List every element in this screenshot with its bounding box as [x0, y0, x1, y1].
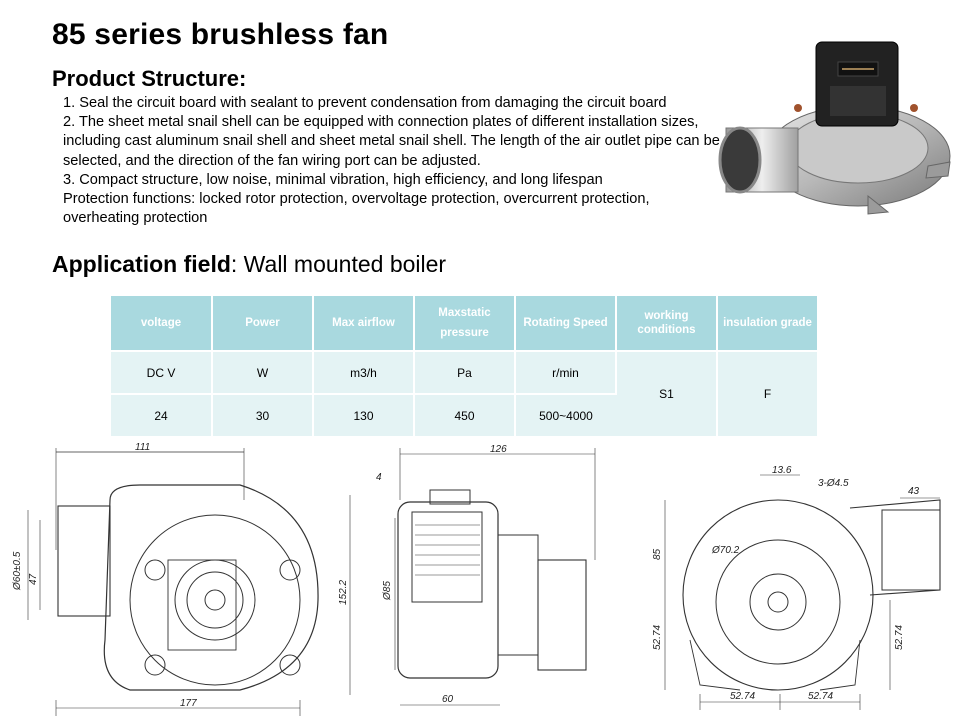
dim-rear-height: 85 — [652, 548, 663, 560]
unit-voltage: DC V — [111, 351, 213, 395]
unit-pressure: Pa — [414, 351, 516, 395]
header-insulation-grade: insulation grade — [717, 296, 817, 352]
dim-front-pipe-dia: Ø60±0.5 — [12, 551, 23, 591]
table-row: DC V W m3/h Pa r/min S1 F — [111, 351, 817, 438]
unit-power: W — [212, 351, 314, 395]
product-structure-heading: Product Structure: — [52, 66, 247, 91]
application-value: : Wall mounted boiler — [230, 251, 447, 277]
dim-rear-holes: 3-Ø4.5 — [818, 478, 849, 489]
value-power: 30 — [212, 394, 314, 438]
structure-line-3: 3. Compact structure, low noise, minimal… — [63, 172, 603, 188]
insulation-grade-value: F — [717, 351, 817, 438]
dim-front-bottom: 177 — [180, 698, 197, 709]
dim-rear-bottom-right: 52.74 — [808, 691, 833, 702]
front-view — [27, 448, 351, 716]
header-rotating-speed: Rotating Speed — [515, 296, 617, 352]
header-working-conditions: working conditions — [616, 296, 718, 352]
structure-line-1: 1. Seal the circuit board with sealant t… — [63, 95, 667, 111]
dim-side-left: 4 — [376, 472, 382, 483]
structure-line-2: 2. The sheet metal snail shell can be eq… — [63, 114, 720, 169]
header-voltage: voltage — [111, 296, 213, 352]
dim-rear-top: 13.6 — [772, 465, 792, 476]
dim-side-top: 126 — [490, 444, 507, 455]
header-max-airflow: Max airflow — [313, 296, 415, 352]
spec-table: voltage Power Max airflow Maxstatic pres… — [111, 296, 817, 438]
value-pressure: 450 — [414, 394, 516, 438]
dim-rear-right: 52.74 — [894, 625, 905, 650]
dim-front-top: 111 — [135, 442, 150, 453]
value-speed: 500~4000 — [515, 394, 616, 438]
page-title: 85 series brushless fan — [52, 18, 389, 51]
dim-side-height: Ø85 — [382, 581, 393, 601]
table-row: 24 30 130 450 500~4000 — [111, 394, 817, 438]
unit-speed: r/min — [515, 351, 617, 395]
unit-airflow: m3/h — [313, 351, 415, 395]
side-view — [394, 448, 596, 706]
header-max-static-pressure: Maxstatic pressure — [414, 296, 516, 352]
dim-rear-bottom-left: 52.74 — [730, 691, 755, 702]
technical-drawing: 111 177 152.2 Ø60±0.5 47 126 4 Ø85 60 13… — [12, 442, 941, 716]
dim-rear-pipe-len: 43 — [908, 486, 920, 497]
table-header-row: voltage Power Max airflow Maxstatic pres… — [111, 296, 817, 352]
dim-front-pipe-offset: 47 — [28, 573, 39, 585]
dim-rear-left: 52.74 — [652, 625, 663, 650]
dim-front-height: 152.2 — [338, 580, 349, 605]
header-power: Power — [212, 296, 314, 352]
value-voltage: 24 — [111, 394, 213, 438]
fan-product-photo — [718, 41, 951, 215]
value-airflow: 130 — [313, 394, 415, 438]
rear-view — [664, 474, 941, 710]
application-label: Application field — [52, 251, 231, 277]
protection-functions: Protection functions: locked rotor prote… — [63, 191, 650, 227]
working-conditions-value: S1 — [616, 351, 718, 438]
dim-rear-circle: Ø70.2 — [711, 545, 740, 556]
application-field: Application field: Wall mounted boiler — [52, 251, 446, 278]
dim-side-bottom: 60 — [442, 694, 454, 705]
